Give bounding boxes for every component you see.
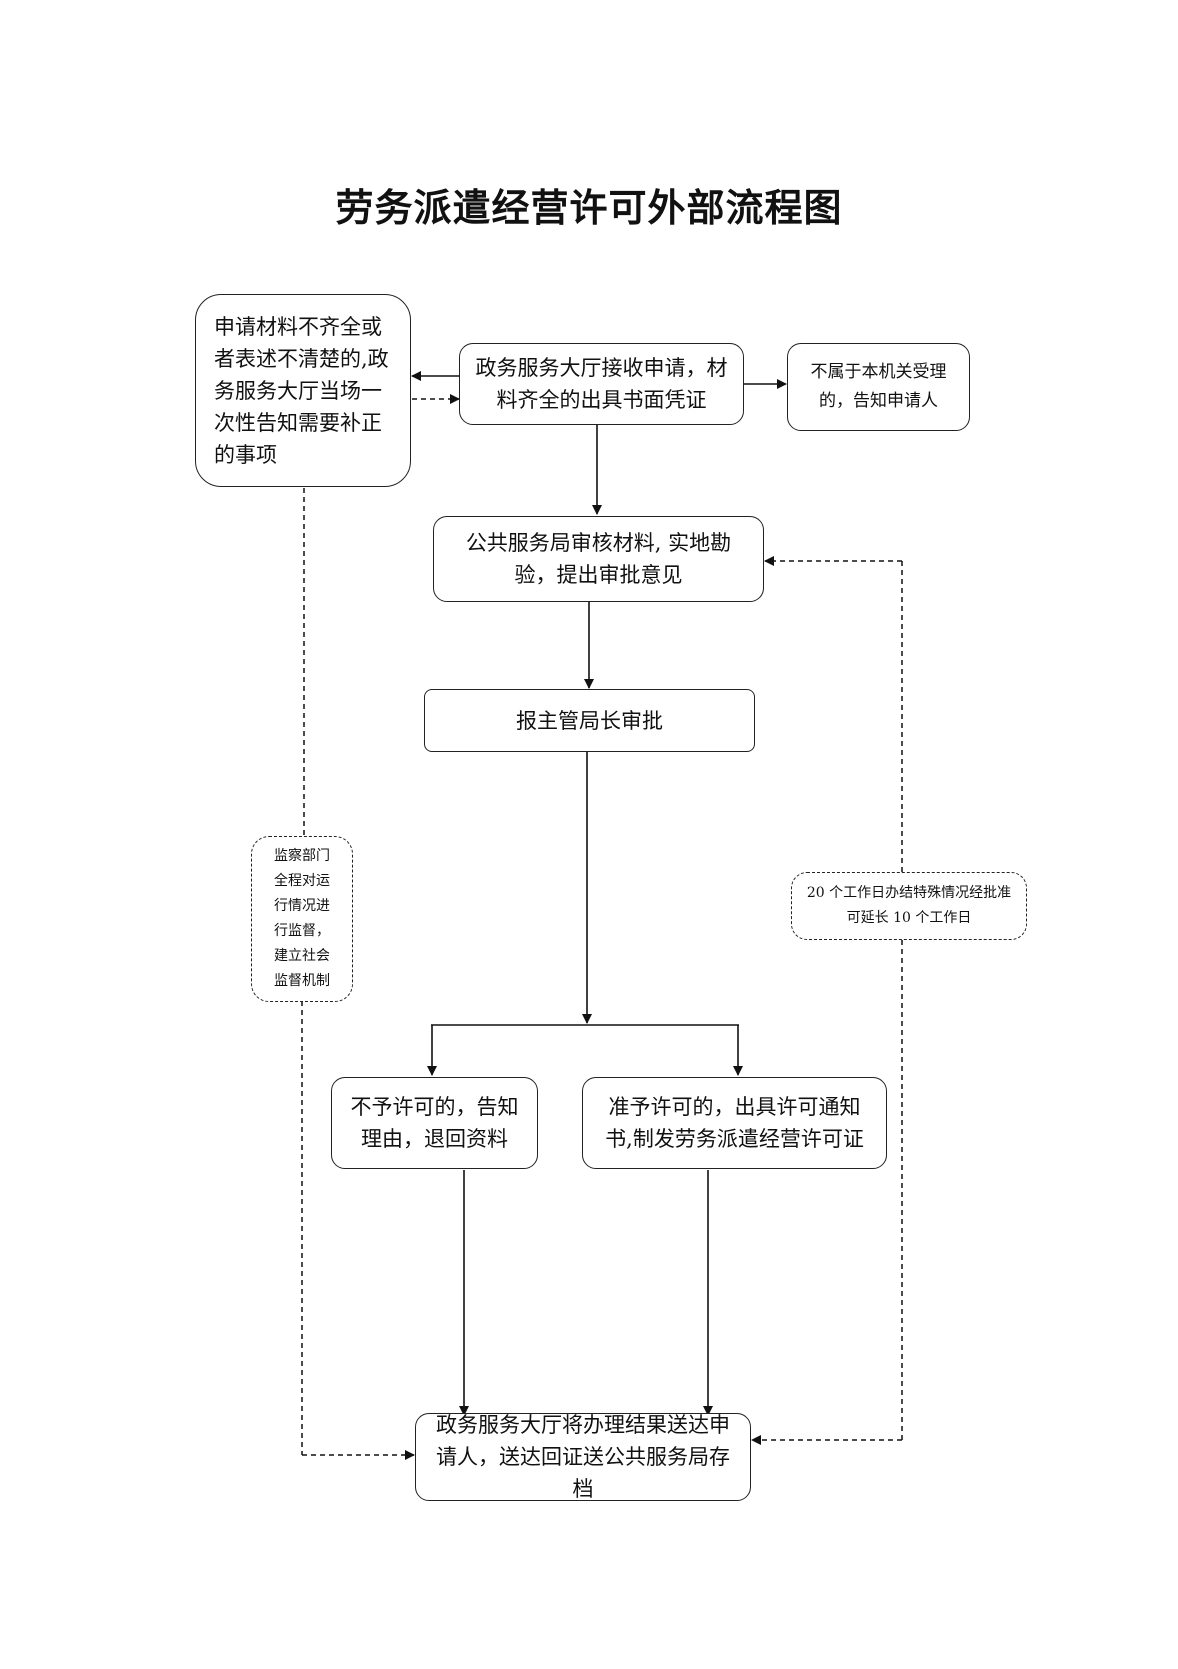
deliver-result-text: 政务服务大厅将办理结果送达申 请人，送达回证送公共服务局存档: [436, 1413, 730, 1501]
review-box: 公共服务局审核材料, 实地勘 验，提出审批意见: [433, 516, 764, 602]
approve-head-text: 报主管局长审批: [516, 708, 663, 733]
review-text: 公共服务局审核材料, 实地勘 验，提出审批意见: [465, 531, 732, 587]
grant-box: 准予许可的，出具许可通知 书,制发劳务派遣经营许可证: [582, 1077, 887, 1169]
supervision-box: 监察部门 全程对运 行情况进 行监督， 建立社会 监督机制: [251, 836, 353, 1002]
time-limit-box: 20 个工作日办结特殊情况经批准 可延长 10 个工作日: [791, 872, 1027, 940]
receive-application-text: 政务服务大厅接收申请，材 料齐全的出具书面凭证: [475, 356, 728, 412]
incomplete-materials-box: 申请材料不齐全或 者表述不清楚的,政 务服务大厅当场一 次性告知需要补正 的事项: [195, 294, 411, 487]
grant-text: 准予许可的，出具许可通知 书,制发劳务派遣经营许可证: [605, 1095, 864, 1151]
time-limit-text: 20 个工作日办结特殊情况经批准 可延长 10 个工作日: [806, 885, 1012, 926]
supervision-text: 监察部门 全程对运 行情况进 行监督， 建立社会 监督机制: [274, 848, 330, 989]
receive-application-box: 政务服务大厅接收申请，材 料齐全的出具书面凭证: [459, 343, 744, 425]
deliver-result-box: 政务服务大厅将办理结果送达申 请人，送达回证送公共服务局存档: [415, 1413, 751, 1501]
not-accepted-text: 不属于本机关受理 的，告知申请人: [810, 362, 947, 411]
incomplete-materials-text: 申请材料不齐全或 者表述不清楚的,政 务服务大厅当场一 次性告知需要补正 的事项: [214, 314, 389, 467]
deny-text: 不予许可的，告知 理由，退回资料: [350, 1095, 519, 1151]
page-title: 劳务派遣经营许可外部流程图: [335, 186, 843, 230]
not-accepted-box: 不属于本机关受理 的，告知申请人: [787, 343, 970, 431]
approve-head-box: 报主管局长审批: [424, 689, 755, 752]
deny-box: 不予许可的，告知 理由，退回资料: [331, 1077, 538, 1169]
